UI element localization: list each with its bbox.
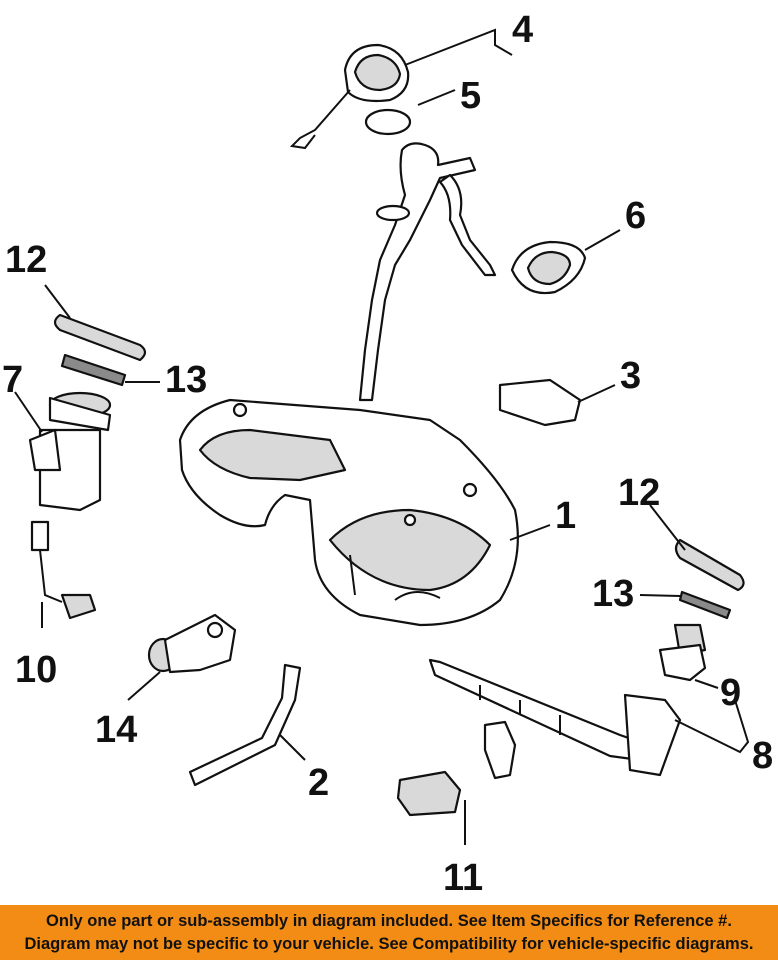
leader-3 xyxy=(577,384,616,403)
disclaimer-line-2: Diagram may not be specific to your vehi… xyxy=(24,934,754,953)
part-6-door-seal xyxy=(510,240,587,295)
leader-7 xyxy=(14,391,43,433)
leader-1 xyxy=(509,524,551,541)
leader-2 xyxy=(279,734,306,761)
part-7-fuel-pump-module xyxy=(28,391,112,512)
disclaimer-banner: Only one part or sub-assembly in diagram… xyxy=(0,905,778,960)
callout-6: 6 xyxy=(625,195,646,237)
leader-14 xyxy=(127,671,161,701)
callout-11: 11 xyxy=(443,857,483,899)
part-13-pad-right xyxy=(678,590,732,620)
leader-8-9 xyxy=(674,679,750,754)
part-5-seal-ring xyxy=(364,108,412,136)
fuel-filler-neck xyxy=(358,142,497,402)
fuel-system-exploded-diagram: 4 5 6 3 1 12 13 7 10 12 13 9 8 14 2 11 xyxy=(2,9,773,899)
callout-10: 10 xyxy=(15,649,57,691)
callout-1: 1 xyxy=(555,495,576,537)
part-1-fuel-tank xyxy=(178,398,519,627)
part-3-heat-shield xyxy=(498,378,582,427)
leader-6 xyxy=(584,229,621,251)
callout-4: 4 xyxy=(512,9,533,51)
callout-12-left: 12 xyxy=(5,239,47,281)
leader-12a xyxy=(44,284,71,319)
callout-3: 3 xyxy=(620,355,641,397)
callout-8: 8 xyxy=(752,735,773,777)
leader-13b xyxy=(639,594,681,597)
callout-5: 5 xyxy=(460,75,481,117)
leader-4 xyxy=(404,28,513,66)
part-9-pressure-sensor xyxy=(658,623,707,682)
part-2-tank-strap xyxy=(188,663,302,787)
leader-12b xyxy=(649,504,686,551)
callout-7: 7 xyxy=(2,359,23,401)
callout-12-right: 12 xyxy=(618,472,660,514)
callout-13-left: 13 xyxy=(165,359,207,401)
part-13-pad-left xyxy=(60,353,127,387)
part-8-bracket-rail xyxy=(428,658,682,777)
callout-2: 2 xyxy=(308,762,329,804)
part-12-strap-right xyxy=(674,538,745,592)
part-12-strap-left xyxy=(53,313,147,362)
callout-9: 9 xyxy=(720,672,741,714)
part-10-fuel-level-sender xyxy=(30,520,97,620)
part-4-filler-housing xyxy=(289,43,410,150)
callout-13-right: 13 xyxy=(592,573,634,615)
leader-5 xyxy=(417,89,456,106)
part-11-control-modules xyxy=(396,720,517,817)
callout-14: 14 xyxy=(95,709,137,751)
disclaimer-line-1: Only one part or sub-assembly in diagram… xyxy=(46,911,732,930)
part-14-valve xyxy=(147,613,237,674)
